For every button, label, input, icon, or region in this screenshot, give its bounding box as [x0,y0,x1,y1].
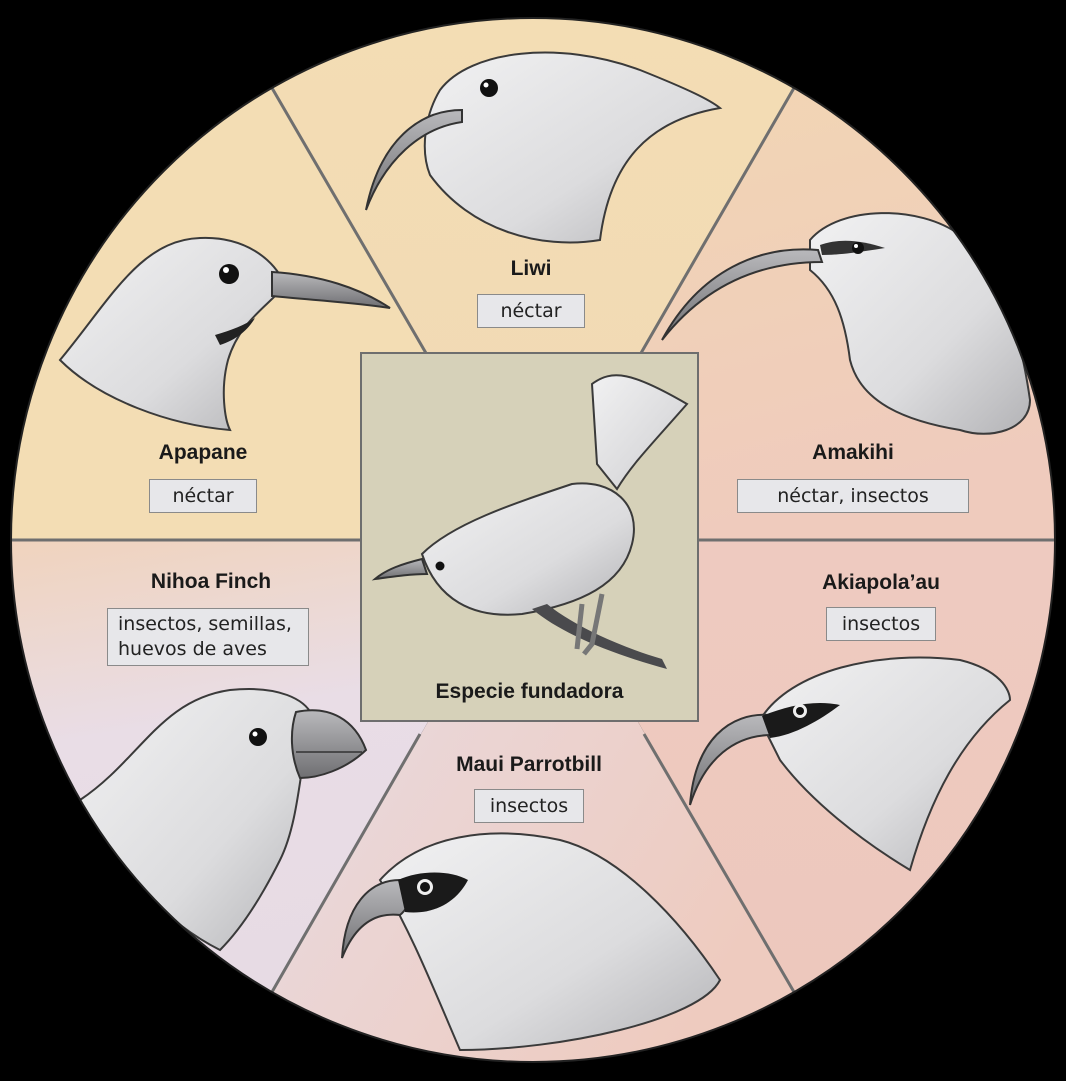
diet-line-1: insectos, semillas, [118,613,292,635]
founder-species-label: Especie fundadora [435,680,624,703]
maui-parrotbill-bird-head-icon [341,832,722,1052]
diet-box-liwi: néctar [477,294,585,328]
founder-species-box: Especie fundadora [360,352,699,722]
diet-box-akiapolaau: insectos [826,607,936,641]
sector-dividers [11,87,1055,993]
akiapolaau-bird-head-icon [689,656,1012,872]
diet-box-nihoa-finch: insectos, semillas, huevos de aves [107,608,309,666]
liwi-bird-head-icon [365,51,723,244]
wheel-outline [10,17,1056,1063]
species-name-apapane: Apapane [158,441,248,464]
apapane-bird-head-icon [58,236,391,432]
amakihi-bird-head-icon [661,212,1032,435]
founder-bird-icon [371,374,689,669]
species-name-liwi: Liwi [510,257,552,280]
species-name-maui-parrotbill: Maui Parrotbill [456,753,602,776]
diet-box-maui-parrotbill: insectos [474,789,584,823]
species-name-amakihi: Amakihi [812,441,894,464]
species-name-nihoa-finch: Nihoa Finch [150,570,272,593]
diet-box-amakihi: néctar, insectos [737,479,969,513]
species-name-akiapolaau: Akiapola’au [822,571,940,594]
diet-box-apapane: néctar [149,479,257,513]
diet-line-2: huevos de aves [118,638,267,660]
